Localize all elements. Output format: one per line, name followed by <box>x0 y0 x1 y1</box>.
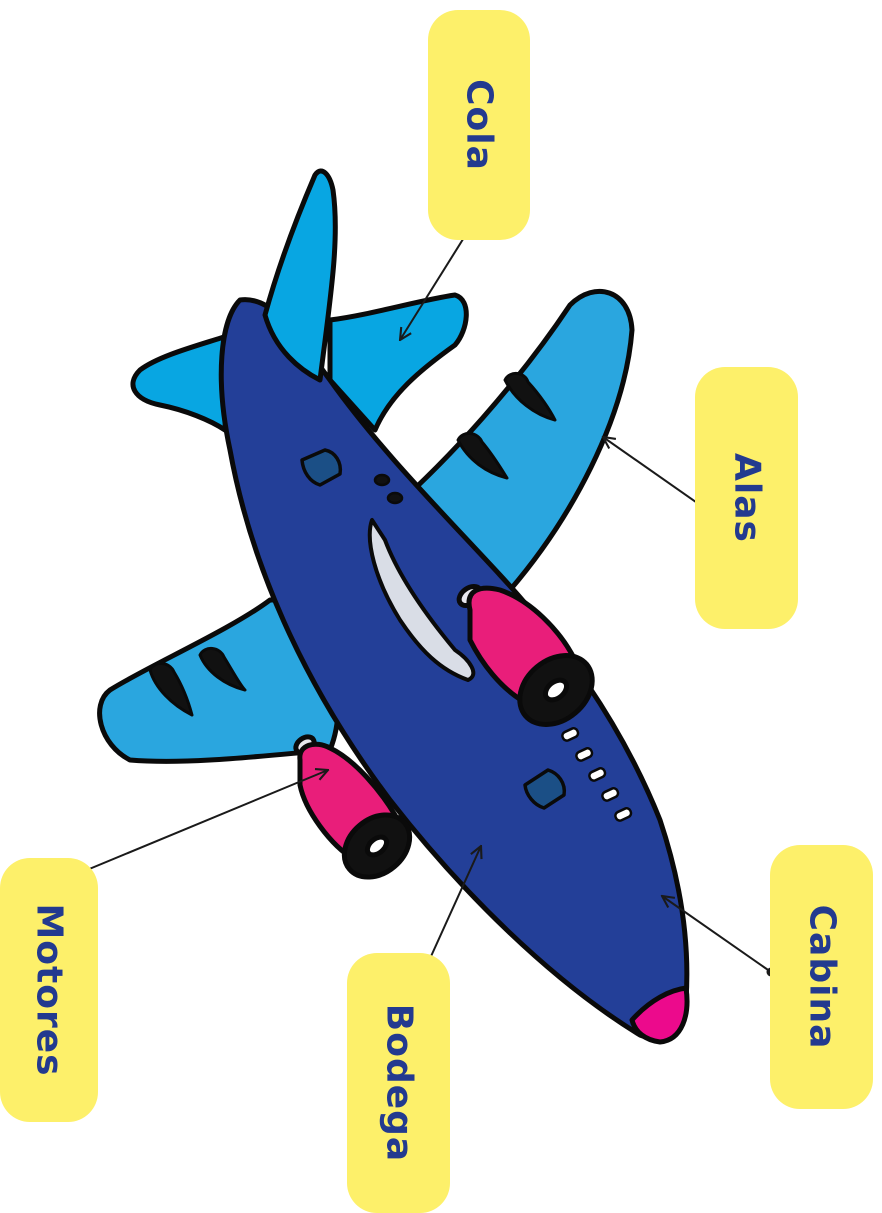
label-cabina: Cabina <box>801 905 842 1050</box>
label-cola: Cola <box>459 79 500 171</box>
label-bodega: Bodega <box>378 1004 419 1162</box>
airplane-illustration <box>100 171 687 1042</box>
left-stabilizer <box>133 335 230 430</box>
label-box-cabina: Cabina <box>770 845 873 1109</box>
label-box-bodega: Bodega <box>347 953 450 1213</box>
label-box-motores: Motores <box>0 858 98 1122</box>
leader-line-motores <box>70 770 328 877</box>
label-motores: Motores <box>29 903 70 1076</box>
label-box-cola: Cola <box>428 10 530 240</box>
label-box-alas: Alas <box>695 367 798 629</box>
label-alas: Alas <box>726 453 767 543</box>
